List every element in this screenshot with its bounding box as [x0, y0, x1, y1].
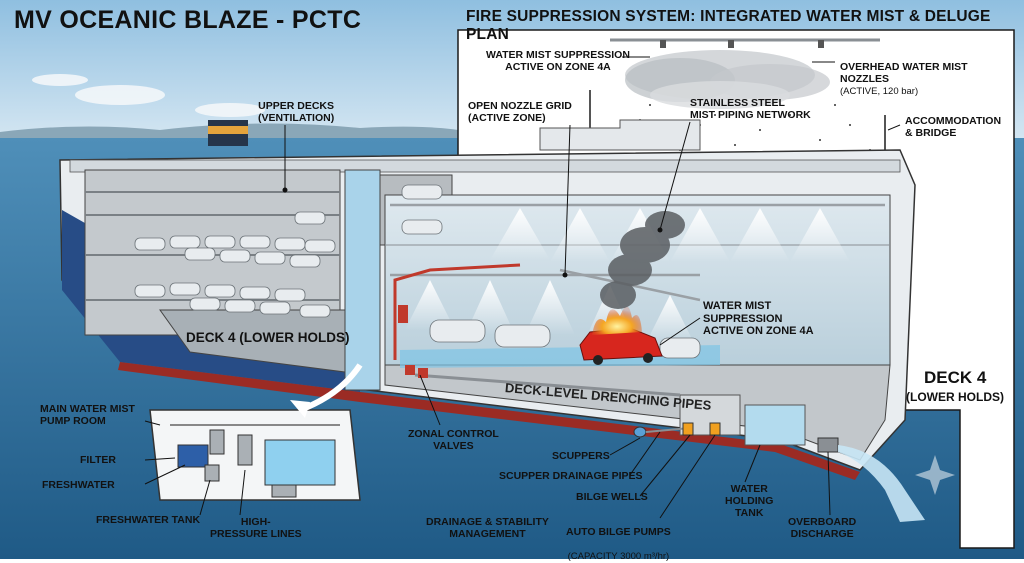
- fire-flames: [592, 306, 642, 335]
- overhead-nozzles-text: OVERHEAD WATER MIST NOZZLES: [840, 61, 968, 86]
- label-zonal-valves: ZONAL CONTROL VALVES: [408, 428, 499, 453]
- clouds: [32, 74, 265, 117]
- auto-bilge-text: AUTO BILGE PUMPS: [566, 526, 671, 539]
- pump-room-inset: [149, 409, 361, 501]
- label-mist-zone-mid: WATER MIST SUPPRESSION ACTIVE ON ZONE 4A: [703, 300, 814, 338]
- label-upper-decks: UPPER DECKS (VENTILATION): [258, 100, 335, 125]
- label-open-nozzle-grid: OPEN NOZZLE GRID (ACTIVE ZONE): [468, 100, 572, 125]
- label-bilge-wells: BILGE WELLS: [576, 491, 648, 503]
- scupper: [633, 426, 647, 438]
- label-freshwater-tank: FRESHWATER TANK: [96, 514, 201, 526]
- burning-car: [579, 327, 663, 365]
- parked-cars: [134, 184, 701, 359]
- bridge-superstructure: [539, 119, 701, 151]
- overhead-nozzles-sub: (ACTIVE, 120 bar): [840, 86, 919, 98]
- drenching-pipe: [414, 373, 681, 397]
- label-deck4-big: DECK 4: [924, 368, 987, 387]
- label-overboard-discharge: OVERBOARD DISCHARGE: [788, 516, 857, 541]
- auto-bilge-sub: (CAPACITY 3000 m³/hr): [567, 551, 670, 563]
- label-pump-room: MAIN WATER MIST PUMP ROOM: [40, 403, 135, 428]
- panel-title: FIRE SUPPRESSION SYSTEM: INTEGRATED WATE…: [466, 8, 991, 43]
- auto-bilge-pump-1: [682, 422, 694, 436]
- leader-dot: [657, 227, 663, 233]
- leader-dot: [562, 272, 568, 278]
- leader-lines: [144, 56, 901, 519]
- sparkle: [915, 455, 955, 495]
- diagram-title: MV OCEANIC BLAZE - PCTC: [14, 6, 362, 34]
- red-supply-pipe: [393, 263, 521, 360]
- label-scuppers: SCUPPERS: [552, 450, 610, 462]
- label-deck4-lower-holds: DECK 4 (LOWER HOLDS): [186, 330, 350, 345]
- label-auto-bilge: AUTO BILGE PUMPS (CAPACITY 3000 m³/hr): [566, 514, 671, 563]
- panel-nozzle-pipe: [610, 38, 880, 48]
- label-filter: FILTER: [80, 454, 116, 466]
- label-scupper-drainage: SCUPPER DRAINAGE PIPES: [499, 470, 643, 482]
- smoke-plume: [600, 211, 685, 309]
- label-piping-network: STAINLESS STEEL MIST PIPING NETWORK: [690, 97, 811, 122]
- vertical-shaft: [344, 169, 381, 391]
- hull-red-band: [118, 362, 860, 480]
- label-deck4-big-sub: (LOWER HOLDS): [906, 390, 1004, 404]
- label-high-pressure: HIGH- PRESSURE LINES: [210, 516, 302, 541]
- auto-bilge-pump-2: [709, 422, 721, 436]
- label-water-holding-tank: WATER HOLDING TANK: [725, 483, 774, 520]
- label-mist-zone-top: WATER MIST SUPPRESSION ACTIVE ON ZONE 4A: [486, 49, 630, 74]
- zonal-control-valves: [405, 365, 428, 378]
- fire-alarm-box: [398, 305, 408, 323]
- label-freshwater: FRESHWATER: [42, 479, 115, 491]
- mist-cloud: [625, 50, 830, 109]
- label-drainage-stability: DRAINAGE & STABILITY MANAGEMENT: [426, 516, 549, 541]
- label-accommodation: ACCOMMODATION & BRIDGE: [905, 115, 1002, 140]
- label-overhead-nozzles: OVERHEAD WATER MIST NOZZLES (ACTIVE, 120…: [840, 49, 968, 98]
- leader-dot: [282, 187, 288, 193]
- overboard-discharge: [817, 437, 925, 522]
